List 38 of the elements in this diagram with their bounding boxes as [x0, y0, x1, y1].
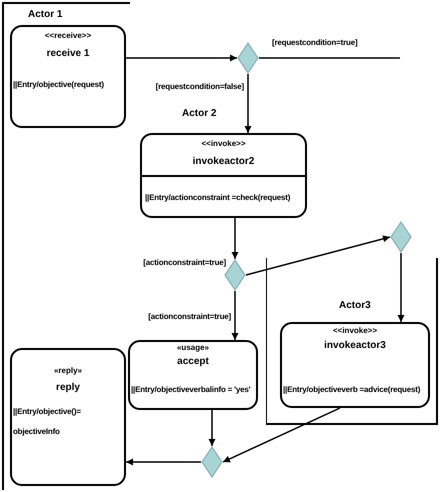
entry-action: ||Entry/objective()= objectiveInfo — [13, 406, 82, 438]
action-name: receive 1 — [46, 49, 90, 59]
decision-diamond — [237, 42, 259, 74]
lane-title: Actor 1 — [28, 8, 62, 22]
stereotype-label: <<invoke>> — [332, 327, 378, 335]
arrow — [232, 218, 238, 259]
decision-diamond — [390, 221, 412, 253]
arrow — [126, 54, 237, 62]
decision-diamond — [201, 446, 223, 478]
stereotype-label: «usage» — [176, 344, 210, 352]
arrow — [398, 253, 404, 322]
action-name: invokeactor2 — [192, 157, 254, 167]
lane-title: Actor 2 — [182, 107, 216, 121]
stereotype-label: <<receive>> — [44, 32, 92, 40]
entry-action: ||Entry/objectiveverbalinfo = 'yes' — [131, 385, 250, 395]
swimlane — [2, 2, 130, 490]
entry-action: ||Entry/actionconstraint =check(request) — [145, 193, 290, 203]
arrow — [208, 410, 216, 446]
arrow — [222, 407, 340, 463]
guard-label: [requestcondition=false] — [156, 82, 244, 92]
action-name: reply — [56, 383, 80, 393]
action-name: invokeactor3 — [324, 341, 386, 351]
guard-label: [requestcondition=true] — [272, 38, 358, 48]
action-name: accept — [177, 357, 209, 367]
arrow — [246, 235, 390, 276]
guard-label: [actionconstraint=true] — [148, 312, 231, 322]
stereotype-label: <<invoke>> — [201, 140, 246, 148]
stereotype-label: «reply» — [54, 367, 82, 375]
guard-label: [actionconstraint=true] — [143, 258, 226, 268]
entry-action: ||Entry/objective(request) — [13, 80, 104, 90]
connector-line — [259, 57, 400, 59]
arrow — [126, 458, 201, 466]
entry-action: ||Entry/objectiveverb =advice(request) — [283, 385, 420, 395]
swimlane — [266, 258, 438, 425]
arrow — [232, 291, 238, 340]
arrow — [244, 74, 252, 133]
decision-diamond — [224, 259, 246, 291]
lane-title: Actor3 — [339, 299, 371, 313]
